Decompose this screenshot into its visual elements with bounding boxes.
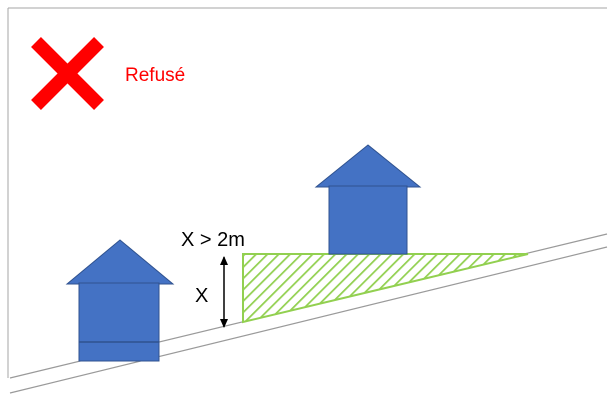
house-upper-body xyxy=(328,185,408,255)
house-lower-body xyxy=(78,282,160,362)
status-label: Refusé xyxy=(125,65,185,86)
house-upper xyxy=(314,144,422,255)
cross-icon xyxy=(31,37,104,110)
fill-zone xyxy=(242,253,529,324)
height-condition-label: X > 2m xyxy=(181,229,245,251)
house-upper-roof xyxy=(314,144,422,188)
house-lower xyxy=(65,239,175,362)
height-measure-label: X xyxy=(195,285,208,307)
house-lower-roof xyxy=(65,239,175,285)
terrain-slope-lower xyxy=(9,246,608,394)
